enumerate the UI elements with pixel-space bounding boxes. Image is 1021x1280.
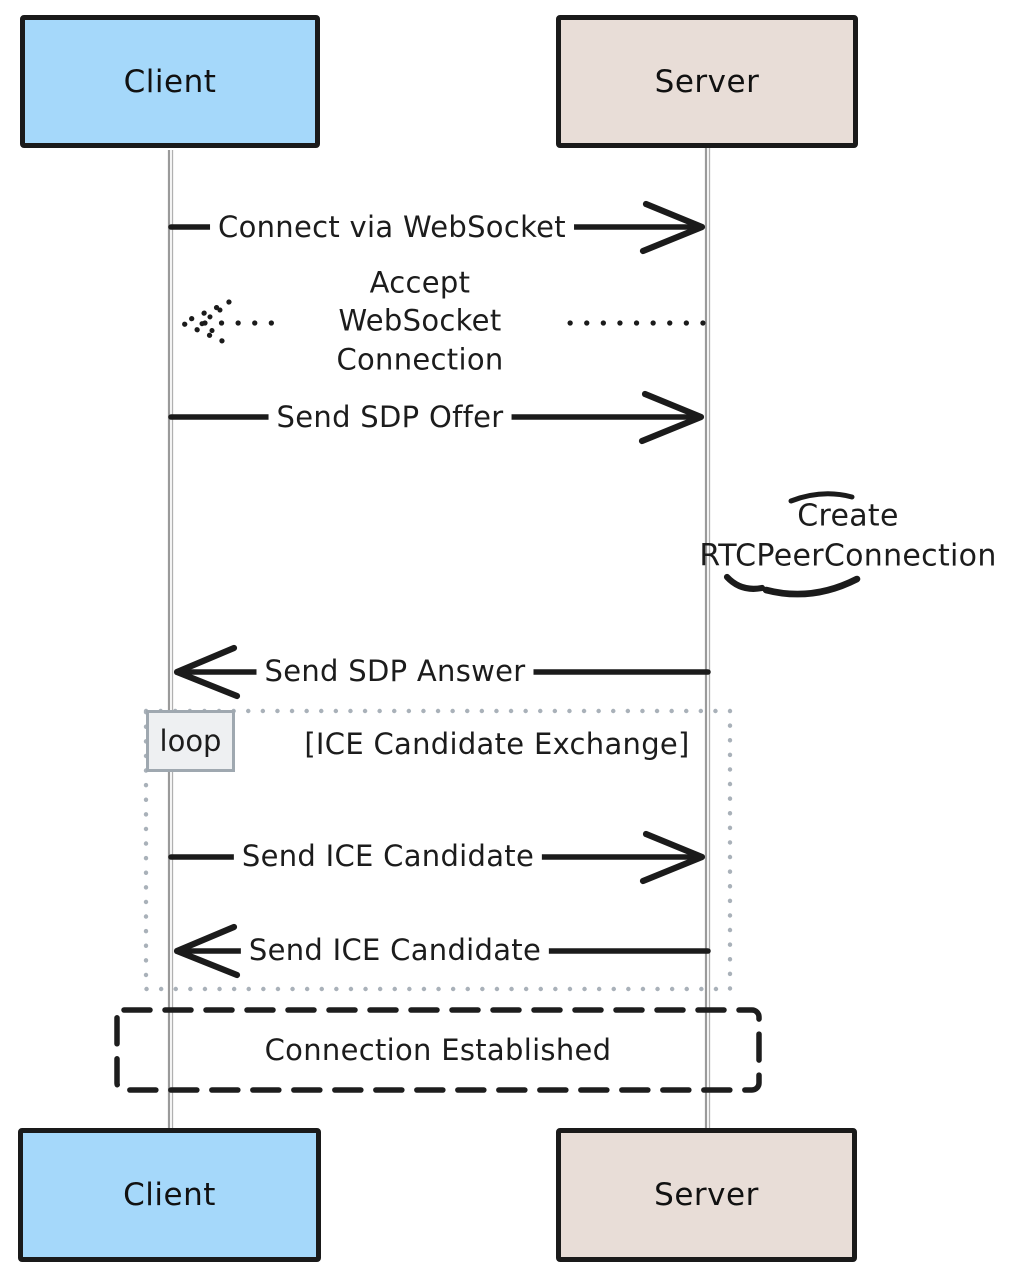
message-label-create-rtcpeerconnection: Create RTCPeerConnection <box>699 498 997 573</box>
arrow-accept-websocket <box>179 299 706 347</box>
actor-label-client: Client <box>123 1177 216 1213</box>
client-lifeline <box>167 150 174 1130</box>
loop-frame <box>143 708 733 992</box>
loop-condition-label: [ICE Candidate Exchange] <box>304 726 690 761</box>
actor-box-client-bottom: Client <box>18 1128 321 1262</box>
loop-keyword-label: loop <box>159 724 222 758</box>
actor-label-server: Server <box>654 1177 759 1213</box>
actor-box-server-top: Server <box>556 15 858 148</box>
loop-keyword-tag: loop <box>146 710 235 772</box>
message-label-send-ice-candidate-1: Send ICE Candidate <box>233 835 543 877</box>
message-label-send-ice-candidate-2: Send ICE Candidate <box>240 929 550 971</box>
actor-box-server-bottom: Server <box>556 1128 857 1262</box>
message-label-send-sdp-offer: Send SDP Offer <box>268 396 512 438</box>
server-lifeline <box>704 148 711 1130</box>
note-label-connection-established: Connection Established <box>264 1032 612 1067</box>
note-frame <box>114 1007 762 1093</box>
actor-label-server: Server <box>654 63 760 100</box>
message-label-send-sdp-answer: Send SDP Answer <box>256 650 534 692</box>
message-label-connect-via-websocket: Connect via WebSocket <box>210 206 574 248</box>
message-label-accept-websocket-connection: Accept WebSocket Connection <box>276 262 564 380</box>
self-arrow-create-rtcpeerconnection <box>723 491 861 598</box>
actor-label-client: Client <box>123 63 217 100</box>
actor-box-client-top: Client <box>20 15 320 148</box>
